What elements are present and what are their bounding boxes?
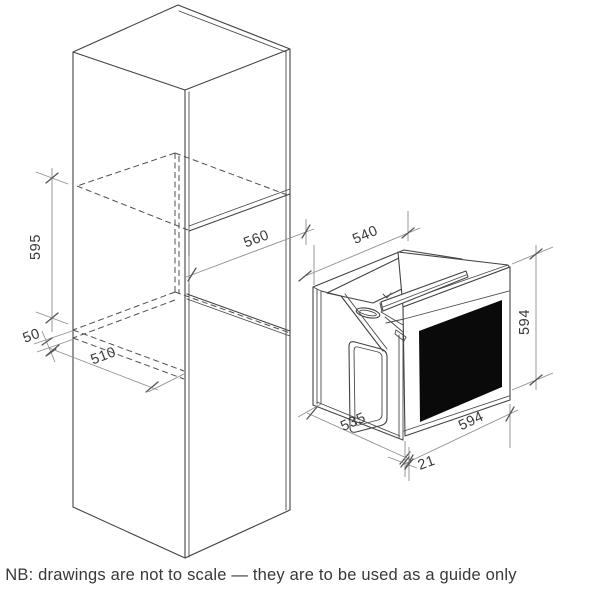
niche-bottom-edge (186, 293, 291, 332)
niche-bottom-edge-double (186, 298, 291, 337)
oven-handle-cap (379, 302, 383, 313)
oven-door-glass (419, 300, 502, 422)
oven-bevel-top (312, 286, 322, 292)
oven-hinge-line-1 (380, 311, 404, 326)
oven-top-mark-1 (382, 292, 392, 299)
dim-label-niche-width: 560 (242, 227, 272, 251)
dim-label-niche-height: 595 (28, 234, 44, 260)
oven-side-chamfer-double (344, 293, 388, 350)
cabinet-bottom-edges (72, 506, 291, 559)
dim-niche-height: 595 (28, 168, 69, 332)
cabinet-drawing: 595 560 50 510 (21, 4, 315, 559)
oven-drawing: 540 594 535 594 (297, 211, 554, 481)
dim-rear-clearance: 50 (21, 326, 75, 363)
oven-side-handle-slot (355, 307, 381, 319)
oven-side-handle-slot-inner (359, 309, 377, 317)
cabinet-top-edge-double (178, 10, 287, 53)
oven-control-band-line (403, 290, 510, 320)
dim-label-oven-fascia-overhang: 21 (416, 453, 438, 474)
oven-side-top-edge (320, 290, 342, 297)
dim-label-rear-clearance: 50 (21, 326, 43, 347)
niche-top-edge (188, 193, 291, 232)
dim-oven-fascia-overhang: 21 (387, 441, 438, 481)
oven-handle-bar-inner (382, 274, 467, 308)
dim-niche-width: 560 (185, 219, 315, 284)
dim-label-oven-front-height: 594 (517, 309, 533, 335)
oven-side-window-inner (353, 346, 383, 426)
oven-control-band-left (385, 318, 405, 324)
footer-note: NB: drawings are not to scale — they are… (5, 566, 517, 584)
oven-side-window-outer (348, 341, 388, 433)
dim-label-niche-depth: 510 (89, 344, 119, 368)
oven-body-bottom-edge (312, 404, 404, 441)
dim-oven-front-height: 594 (511, 245, 554, 391)
oven-door-bottom-double (403, 395, 510, 432)
oven-body-top-edges (312, 249, 463, 288)
oven-side-chamfer (340, 295, 384, 352)
dim-label-oven-body-depth: 535 (338, 410, 368, 435)
oven-hinge-line-2 (384, 316, 404, 333)
dim-niche-depth: 510 (46, 344, 187, 393)
niche-top-edge-double (188, 188, 291, 227)
dim-label-oven-top-width: 540 (350, 223, 380, 248)
niche-hidden-edges (72, 152, 291, 380)
oven-hinge-block (394, 329, 407, 342)
cabinet-bottom-edge-double (188, 510, 289, 557)
cabinet-top-face (72, 4, 291, 91)
oven-body-bottom-double (316, 401, 401, 437)
